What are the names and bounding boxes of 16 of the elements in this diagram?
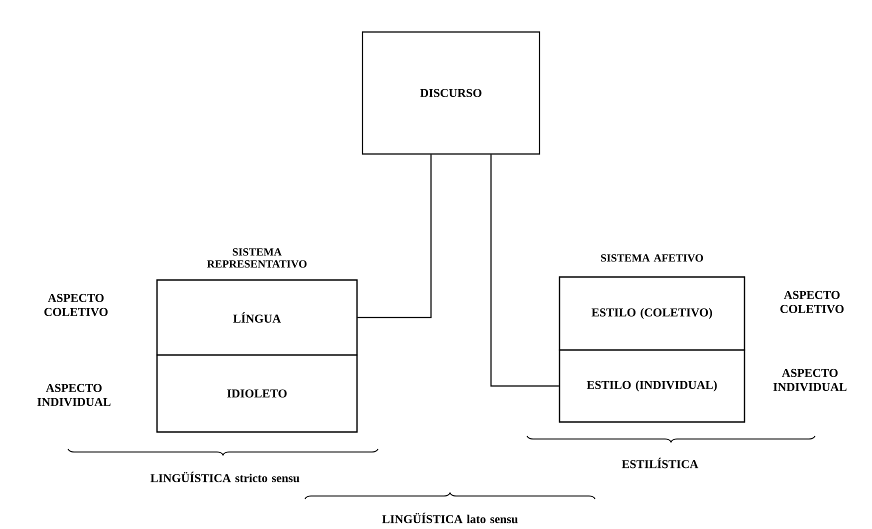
axis-label: LINGÜÍSTICA lato sensu xyxy=(382,512,518,524)
connector-line xyxy=(490,154,559,387)
section-box: ESTILO (INDIVIDUAL) xyxy=(558,349,746,423)
section-box: ESTILO (COLETIVO) xyxy=(558,276,746,351)
axis-label: LINGÜÍSTICA stricto sensu xyxy=(150,472,300,482)
axis-label: ESTILÍSTICA xyxy=(622,458,698,468)
section-box: LÍNGUA xyxy=(156,279,358,356)
aspect-label: ASPECTO COLETIVO xyxy=(780,290,844,314)
node-label: SISTEMA AFETIVO xyxy=(601,254,703,262)
aspect-label: ASPECTO INDIVIDUAL xyxy=(37,384,110,406)
process-box: DISCURSO xyxy=(362,31,540,155)
aspect-label: ASPECTO INDIVIDUAL xyxy=(773,368,846,392)
connector-line xyxy=(358,154,432,318)
section-box: IDIOLETO xyxy=(156,354,358,433)
node-label: SISTEMA REPRESENTATIVO xyxy=(207,248,307,268)
aspect-label: ASPECTO COLETIVO xyxy=(44,294,108,316)
